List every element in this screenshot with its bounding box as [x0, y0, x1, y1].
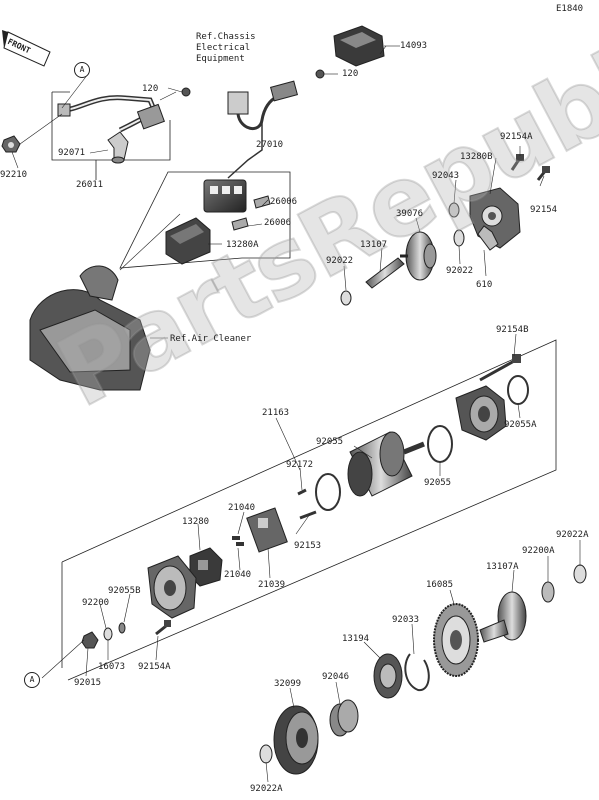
part-label: 120	[342, 69, 359, 79]
washer-92200a	[541, 581, 555, 603]
brush-plate	[246, 488, 317, 553]
part-label: 27010	[256, 140, 284, 150]
gear-39076	[400, 231, 437, 281]
part-label: 39076	[396, 209, 424, 219]
oring-92055-top	[427, 425, 453, 463]
ref-chassis-note: Ref.Chassis Electrical Equipment	[196, 32, 256, 64]
wiring-harness	[227, 69, 325, 179]
part-label: 92154A	[138, 662, 171, 672]
washer-92022a-right	[573, 564, 587, 584]
part-label: 92153	[294, 541, 322, 551]
nut-92210	[1, 113, 63, 153]
part-label: 92210	[0, 170, 28, 180]
part-label: 26006	[264, 218, 292, 228]
part-label: 92200	[82, 598, 110, 608]
relay-group-frame	[119, 171, 291, 269]
washer-92022a-bot	[259, 744, 273, 764]
part-label: 120	[142, 84, 159, 94]
housing-32099	[273, 705, 319, 775]
vent-hose	[57, 87, 191, 133]
part-label: 21040	[228, 503, 256, 513]
clutch-13194	[373, 653, 403, 699]
circlip-92033	[404, 653, 430, 692]
part-label: 21039	[258, 580, 286, 590]
part-label: 26011	[76, 180, 104, 190]
part-label: 92022A	[556, 530, 589, 540]
gear-cover-plate	[469, 187, 521, 251]
washer-92022-left	[340, 290, 352, 306]
leader-lines	[11, 45, 581, 783]
part-label: 92015	[74, 678, 102, 688]
shaft-13107	[365, 257, 405, 289]
starter-relay	[203, 179, 247, 213]
relay-cover	[165, 217, 211, 265]
part-label: 13280	[182, 517, 210, 527]
part-label: 13280A	[226, 240, 259, 250]
callout-marker-top: A	[74, 62, 90, 78]
part-label: 14093	[400, 41, 428, 51]
part-label: 13194	[342, 634, 370, 644]
part-label: 92071	[58, 148, 86, 158]
oring-92055a	[507, 375, 529, 405]
part-label: 92022	[326, 256, 354, 266]
air-cleaner-housing	[29, 213, 181, 391]
ref-air-cleaner-note: Ref.Air Cleaner	[170, 334, 252, 344]
long-bolt-92154b	[479, 354, 521, 382]
part-label: 610	[476, 280, 493, 290]
part-label: 21040	[224, 570, 252, 580]
elbow-fitting	[107, 131, 129, 164]
gear-16085	[433, 603, 479, 677]
armature	[347, 431, 425, 497]
part-label: 92055	[424, 478, 452, 488]
part-label: 92033	[392, 615, 420, 625]
part-label: 92043	[432, 171, 460, 181]
fuse-pieces	[231, 195, 271, 231]
part-label: 13107	[360, 240, 388, 250]
motor-cap	[147, 555, 197, 619]
gear-shaft-13107a	[479, 591, 527, 643]
part-label: 92055	[316, 437, 344, 447]
oring-92055-mid	[315, 473, 341, 511]
callout-marker-bottom: A	[24, 672, 40, 688]
part-label: 32099	[274, 679, 302, 689]
bearing-92046	[329, 699, 359, 737]
part-label: 92055B	[108, 586, 141, 596]
part-label: 13280B	[460, 152, 493, 162]
end-cover	[455, 385, 507, 441]
part-label: 92154	[530, 205, 558, 215]
part-label: 92046	[322, 672, 350, 682]
part-label: 92172	[286, 460, 314, 470]
diagram-code: E1840	[556, 4, 584, 14]
part-label: 92055A	[504, 420, 537, 430]
part-label: 16085	[426, 580, 454, 590]
starter-motor-frame	[61, 339, 557, 681]
cover-14093	[333, 25, 400, 67]
part-label: 21163	[262, 408, 290, 418]
springs-21040	[232, 536, 244, 546]
part-label: 16073	[98, 662, 126, 672]
part-label: 13107A	[486, 562, 519, 572]
part-label: 92200A	[522, 546, 555, 556]
part-label: 92022A	[250, 784, 283, 794]
hose-group-frame	[51, 91, 171, 180]
bolts-top-right	[510, 154, 550, 181]
part-label: 26006	[270, 197, 298, 207]
part-label: 92022	[446, 266, 474, 276]
small-parts-lower-left	[81, 620, 171, 649]
part-label: 92154B	[496, 325, 529, 335]
front-arrow-icon	[2, 30, 51, 67]
part-label: 92154A	[500, 132, 533, 142]
